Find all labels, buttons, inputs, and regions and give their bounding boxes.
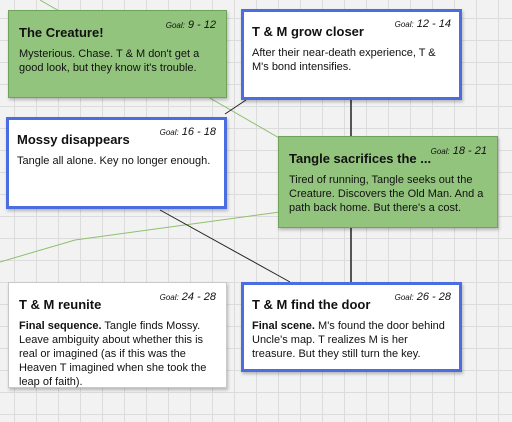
card-title: Mossy disappears [17,132,130,147]
goal-range: Goal:18 - 21 [430,145,487,157]
card-title: T & M grow closer [252,24,364,39]
connector-line [74,211,281,241]
goal-range: Goal:12 - 14 [394,18,451,30]
goal-range: Goal:16 - 18 [159,126,216,138]
card-title: The Creature! [19,25,104,40]
goal-range: Goal:26 - 28 [394,291,451,303]
card-description: Tired of running, Tangle seeks out the C… [289,174,484,214]
card-title: Tangle sacrifices the ... [289,151,432,166]
story-card-mossy-disappears[interactable]: Goal:16 - 18 Mossy disappears Tangle all… [6,117,227,209]
goal-range: Goal:9 - 12 [165,19,216,31]
story-card-t-and-m-find-the-door[interactable]: Goal:26 - 28 T & M find the door Final s… [241,282,462,372]
card-description: Final sequence. Tangle finds Mossy. Leav… [19,320,207,388]
card-title: T & M find the door [252,297,371,312]
story-card-tangle-sacrifices[interactable]: Goal:18 - 21 Tangle sacrifices the ... T… [278,136,498,228]
card-description: After their near-death experience, T & M… [252,47,436,73]
card-description: Final scene. M's found the door behind U… [252,320,445,360]
story-card-t-and-m-reunite[interactable]: Goal:24 - 28 T & M reunite Final sequenc… [8,282,227,388]
card-title: T & M reunite [19,297,102,312]
card-description: Mysterious. Chase. T & M don't get a goo… [19,48,200,74]
story-card-t-and-m-grow-closer[interactable]: Goal:12 - 14 T & M grow closer After the… [241,9,462,100]
story-card-the-creature[interactable]: Goal:9 - 12 The Creature! Mysterious. Ch… [8,10,227,98]
connector-line [224,99,247,115]
goal-range: Goal:24 - 28 [159,291,216,303]
connector-line [159,209,291,283]
card-description: Tangle all alone. Key no longer enough. [17,155,211,167]
connector-line [0,239,76,263]
